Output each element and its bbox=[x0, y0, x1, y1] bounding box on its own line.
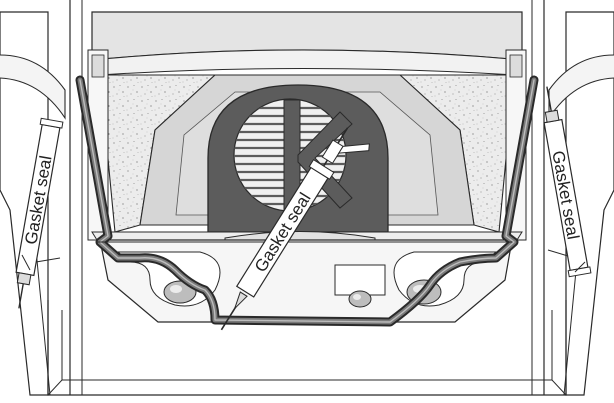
k-logo bbox=[283, 99, 353, 211]
left-side-panel bbox=[0, 11, 49, 396]
firebox-floor bbox=[91, 231, 523, 323]
gasket-route bbox=[75, 75, 539, 327]
right-side-panel bbox=[565, 11, 614, 396]
bottom-plinth bbox=[47, 300, 567, 396]
center-hole bbox=[348, 290, 372, 308]
gasket-tube-right: Gasket seal bbox=[543, 86, 592, 278]
